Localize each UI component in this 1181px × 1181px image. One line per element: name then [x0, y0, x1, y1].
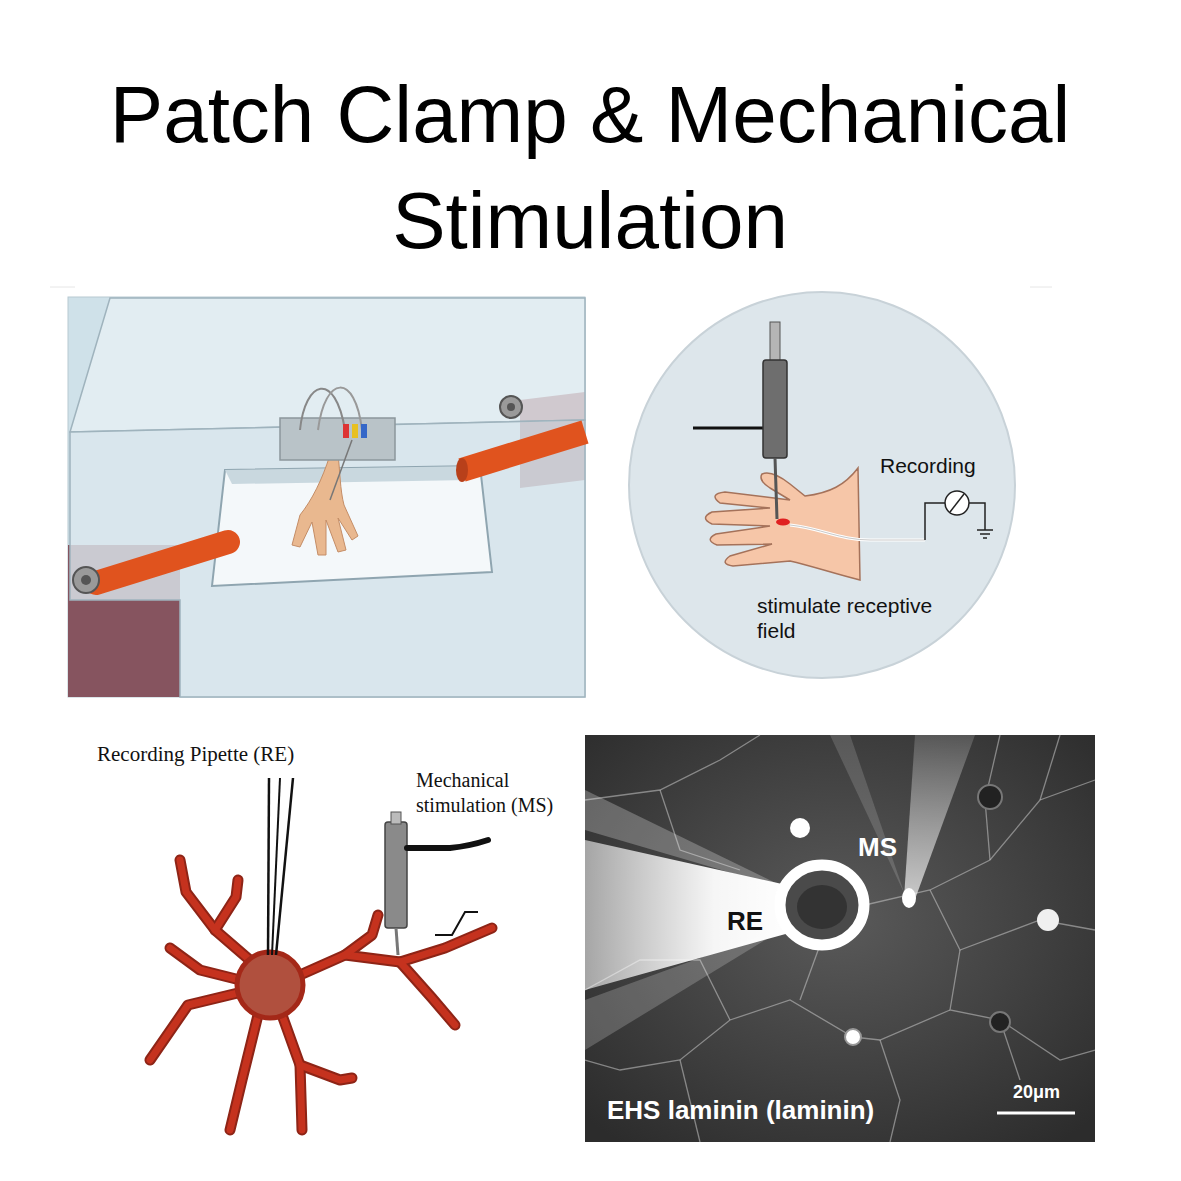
substrate-label: EHS laminin (laminin)	[607, 1095, 874, 1126]
rule	[50, 287, 75, 288]
receptive-field-panel: Recording stimulate receptive field	[629, 292, 1015, 678]
pipette-label: Recording Pipette (RE)	[97, 742, 294, 767]
ms-label: MS	[858, 832, 897, 863]
micrograph-image	[585, 735, 1095, 1142]
stimulus-site-label: stimulate receptive field	[757, 593, 962, 643]
recording-chamber	[68, 297, 585, 697]
receptive-field-illustration	[629, 292, 1015, 678]
figure-title: Patch Clamp & Mechanical Stimulation	[100, 62, 1080, 274]
rule	[1030, 287, 1052, 288]
recording-label: Recording	[880, 453, 976, 478]
micrograph-panel: MS RE 20μmEHS laminin (laminin)	[585, 735, 1095, 1142]
scale-bar-label: 20μm	[1013, 1081, 1060, 1103]
re-label: RE	[727, 906, 763, 937]
neuron-illustration	[150, 778, 492, 1130]
stimulator-label: Mechanical stimulation (MS)	[416, 768, 588, 818]
